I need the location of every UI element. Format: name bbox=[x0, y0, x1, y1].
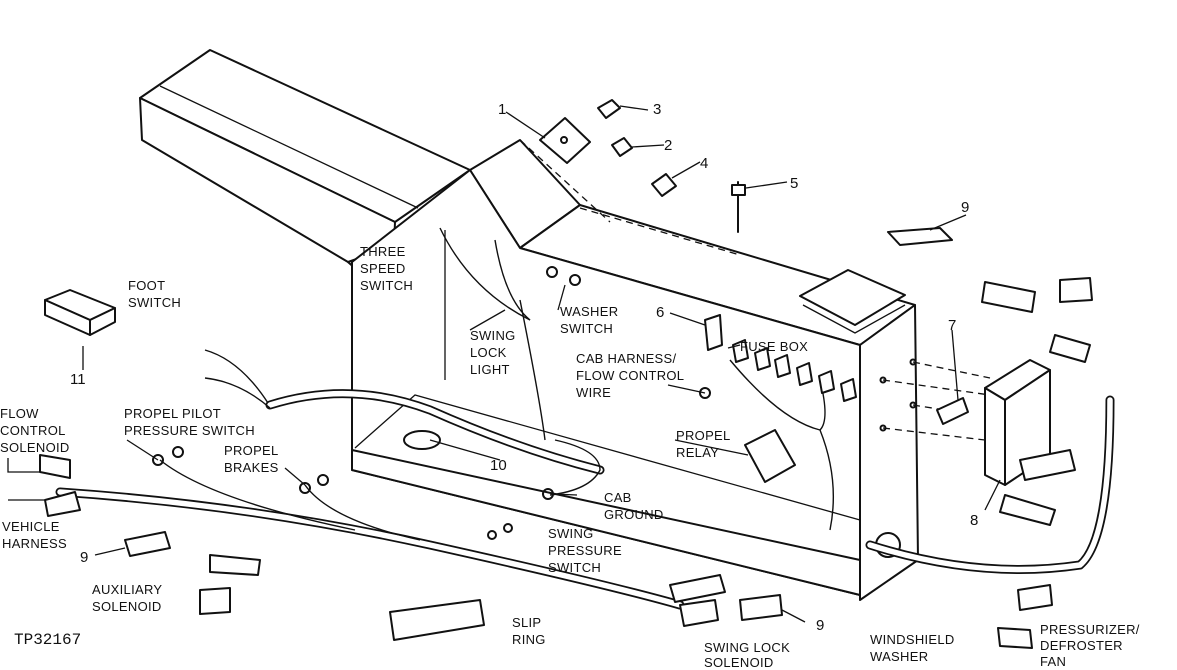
label-fuse-box: FUSE BOX bbox=[740, 339, 808, 354]
callout-7: 7 bbox=[948, 317, 956, 334]
callout-5: 5 bbox=[790, 175, 798, 192]
callout-3: 3 bbox=[653, 101, 661, 118]
figure-code: TP32167 bbox=[14, 631, 81, 649]
label-swing-lock-solenoid: SWING LOCK SOLENOID bbox=[704, 640, 794, 670]
label-cab-harness: CAB HARNESS/ FLOW CONTROL WIRE bbox=[576, 351, 688, 400]
label-swing-lock-light: SWING LOCK LIGHT bbox=[470, 328, 519, 377]
console-drawing bbox=[39, 49, 1115, 649]
callout-9-bottom: 9 bbox=[816, 617, 824, 634]
callout-10: 10 bbox=[490, 457, 507, 474]
callout-1: 1 bbox=[498, 101, 506, 118]
callout-8: 8 bbox=[970, 512, 978, 529]
label-flow-control-solenoid: FLOW CONTROL SOLENOID bbox=[0, 406, 70, 455]
callout-2: 2 bbox=[664, 137, 672, 154]
label-swing-pressure-switch: SWING PRESSURE SWITCH bbox=[548, 526, 626, 575]
label-foot-switch: FOOT SWITCH bbox=[128, 278, 181, 310]
callout-11: 11 bbox=[70, 371, 86, 388]
label-vehicle-harness: VEHICLE HARNESS bbox=[2, 519, 67, 551]
label-washer-switch: WASHER SWITCH bbox=[560, 304, 622, 336]
label-propel-brakes: PROPEL BRAKES bbox=[224, 443, 282, 475]
leader-lines bbox=[7, 105, 1001, 623]
label-propel-relay: PROPEL RELAY bbox=[676, 428, 734, 460]
label-cab-ground: CAB GROUND bbox=[604, 490, 664, 522]
callout-numbers: 1 2 3 4 5 6 7 8 9 9 9 10 11 bbox=[70, 101, 978, 634]
callout-9-top: 9 bbox=[961, 199, 969, 216]
label-pressurizer-defroster-fan: PRESSURIZER/ DEFROSTER FAN bbox=[1040, 622, 1144, 669]
label-three-speed-switch: THREE SPEED SWITCH bbox=[360, 244, 413, 293]
labels: THREE SPEED SWITCH FOOT SWITCH SWING LOC… bbox=[0, 244, 1144, 670]
callout-9-left: 9 bbox=[80, 549, 88, 566]
callout-6: 6 bbox=[656, 304, 664, 321]
label-auxiliary-solenoid: AUXILIARY SOLENOID bbox=[92, 582, 166, 614]
label-slip-ring: SLIP RING bbox=[512, 615, 546, 647]
label-windshield-washer: WINDSHIELD WASHER bbox=[870, 632, 959, 664]
callout-4: 4 bbox=[700, 155, 708, 172]
label-propel-pilot-pressure-switch: PROPEL PILOT PRESSURE SWITCH bbox=[124, 406, 255, 438]
